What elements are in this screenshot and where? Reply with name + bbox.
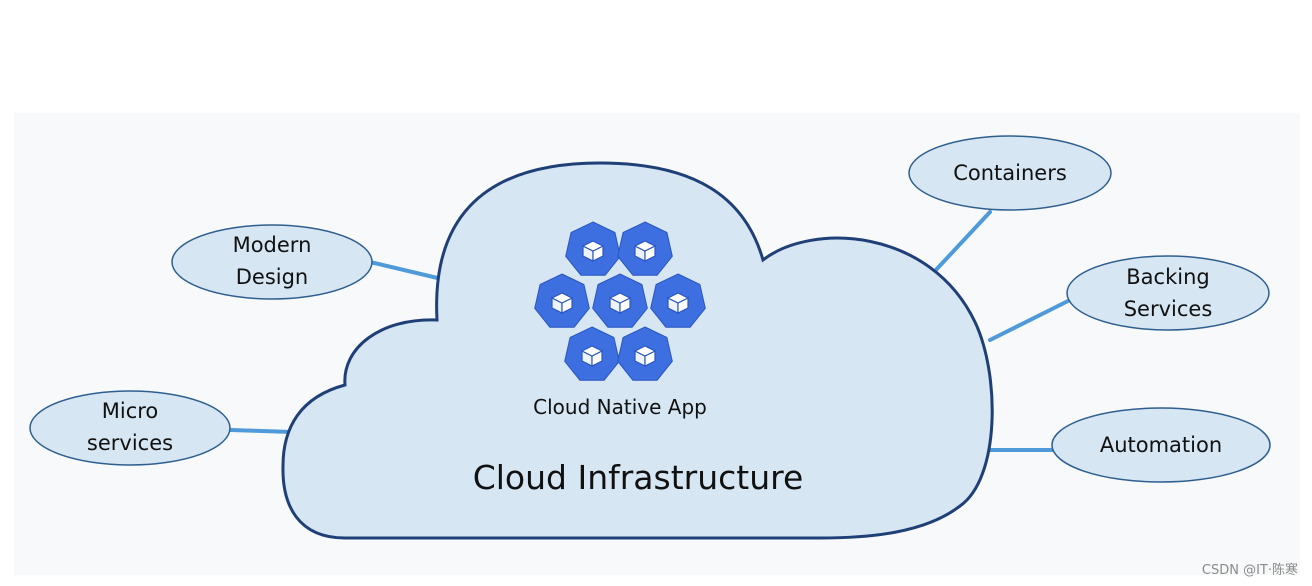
app-hexagon-7 (617, 326, 673, 381)
app-hexagon-4 (592, 273, 648, 328)
connector-backing-services (988, 298, 1072, 342)
app-hexagon-2 (617, 221, 673, 276)
cube-icon (580, 345, 604, 367)
node-micro-services-line1: Micro (102, 399, 159, 423)
node-micro-services: Micro services (29, 390, 231, 466)
node-containers-label: Containers (953, 161, 1067, 185)
connectors (228, 210, 1072, 452)
connector-micro-services (228, 428, 294, 434)
cube-icon (666, 292, 690, 314)
app-hexagon-3 (534, 273, 590, 328)
cube-icon (633, 240, 657, 262)
watermark: CSDN @IT·陈寒 (1201, 563, 1298, 578)
app-hexagon-cluster (534, 221, 706, 381)
node-automation: Automation (1051, 407, 1271, 483)
node-automation-label: Automation (1100, 433, 1222, 457)
node-backing-services-line2: Services (1124, 297, 1213, 321)
center-title: Cloud Infrastructure (473, 458, 804, 497)
cube-icon (608, 292, 632, 314)
app-hexagon-1 (565, 221, 621, 276)
cube-icon (633, 345, 657, 367)
cube-icon (550, 292, 574, 314)
node-micro-services-line2: services (87, 431, 173, 455)
app-label: Cloud Native App (533, 395, 707, 419)
connector-containers (932, 210, 992, 274)
node-backing-services-line1: Backing (1126, 265, 1209, 289)
connector-modern-design (368, 260, 448, 282)
cube-icon (581, 240, 605, 262)
node-containers: Containers (908, 135, 1112, 211)
node-backing-services: Backing Services (1066, 255, 1270, 331)
node-modern-design: Modern Design (171, 224, 373, 300)
node-modern-design-line1: Modern (233, 233, 312, 257)
app-hexagon-6 (564, 326, 620, 381)
node-modern-design-line2: Design (236, 265, 309, 289)
app-hexagon-5 (650, 273, 706, 328)
